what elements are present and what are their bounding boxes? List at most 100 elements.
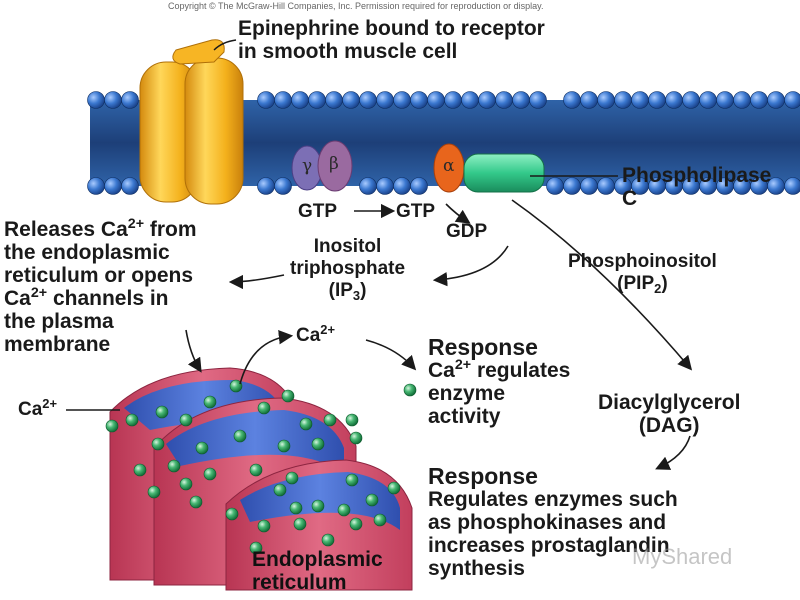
beta-subunit <box>317 140 353 192</box>
gtp-label-2: GTP <box>396 201 436 222</box>
calcium-ion <box>387 481 401 495</box>
lipid-head <box>648 91 666 109</box>
lipid-head <box>597 91 615 109</box>
ip3-label: Inositol triphosphate (IP3) <box>290 236 406 303</box>
lipid-head <box>631 91 649 109</box>
lipid-head <box>716 91 734 109</box>
lipid-head <box>784 177 800 195</box>
calcium-ion <box>147 485 161 499</box>
lipid-head <box>121 91 139 109</box>
dag-label: Diacylglycerol (DAG) <box>598 391 741 437</box>
calcium-ion <box>167 459 181 473</box>
release-label: Releases Ca2+ from the endoplasmic retic… <box>4 216 197 356</box>
alpha-glyph: α <box>443 156 455 176</box>
lipid-head <box>87 91 105 109</box>
lipid-head <box>546 177 564 195</box>
lipid-head <box>342 91 360 109</box>
gdp-release-arrow <box>445 203 471 224</box>
calcium-ion <box>345 413 359 427</box>
watermark: MyShared <box>632 544 733 569</box>
lipid-head <box>359 177 377 195</box>
lipid-head <box>410 91 428 109</box>
lipid-head <box>444 91 462 109</box>
calcium-ion <box>195 441 209 455</box>
ca-response-arrow <box>365 339 417 371</box>
lipid-head <box>563 91 581 109</box>
calcium-ion <box>233 429 247 443</box>
calcium-ion <box>125 413 139 427</box>
lipid-head <box>580 177 598 195</box>
copyright-notice: Copyright © The McGraw-Hill Companies, I… <box>168 1 544 11</box>
lipid-head <box>376 177 394 195</box>
lipid-head <box>495 91 513 109</box>
calcium-ions <box>105 379 417 555</box>
ca-ion-label-cytosol: Ca2+ <box>296 321 336 346</box>
lipid-head <box>393 177 411 195</box>
calcium-ion <box>373 513 387 527</box>
g-protein <box>291 140 465 193</box>
calcium-ion <box>349 431 363 445</box>
lipid-head <box>393 91 411 109</box>
lipid-head <box>291 91 309 109</box>
phospholipase-c <box>463 153 545 193</box>
calcium-ion <box>179 413 193 427</box>
calcium-ion <box>311 437 325 451</box>
lipid-head <box>257 91 275 109</box>
lipid-head <box>767 91 785 109</box>
lipid-head <box>665 91 683 109</box>
calcium-ion <box>345 473 359 487</box>
membrane-lipid-heads-bottom <box>87 177 800 195</box>
calcium-ion <box>365 493 379 507</box>
lipid-head <box>104 91 122 109</box>
gamma-glyph: γ <box>302 156 313 176</box>
pip2-label: Phosphoinositol (PIP2) <box>568 251 717 296</box>
calcium-ion <box>277 439 291 453</box>
ca-ion-label-er: Ca2+ <box>18 395 58 420</box>
calcium-ion <box>403 383 417 397</box>
lipid-head <box>512 91 530 109</box>
gtp-label-1: GTP <box>298 201 338 222</box>
calcium-ion <box>203 467 217 481</box>
lipid-head <box>733 91 751 109</box>
membrane-lipid-heads-top <box>87 91 800 109</box>
lipid-head <box>427 91 445 109</box>
ip3-to-release-arrow <box>228 274 285 290</box>
calcium-ion <box>349 517 363 531</box>
calcium-ion <box>249 541 263 555</box>
calcium-ion <box>293 517 307 531</box>
lipid-head <box>257 177 275 195</box>
pathway-arrows <box>185 199 693 470</box>
release-to-er-arrow <box>185 329 202 373</box>
phospholipase-label: Phospholipase C <box>622 164 772 210</box>
lipid-head <box>461 91 479 109</box>
lipid-head <box>563 177 581 195</box>
calcium-ion <box>151 437 165 451</box>
lipid-head <box>325 91 343 109</box>
calcium-ion <box>289 501 303 515</box>
receptor-label: Epinephrine bound to receptor in smooth … <box>238 17 545 63</box>
lipid-head <box>597 177 615 195</box>
lipid-head <box>274 91 292 109</box>
calcium-ion <box>257 519 271 533</box>
lipid-head <box>308 91 326 109</box>
lipid-head <box>359 91 377 109</box>
lipid-head <box>274 177 292 195</box>
calcium-ion <box>311 499 325 513</box>
calcium-ion <box>299 417 313 431</box>
lipid-head <box>478 91 496 109</box>
calcium-ion <box>337 503 351 517</box>
dag-response-label: Response Regulates enzymes such as phosp… <box>428 463 678 581</box>
calcium-ion <box>281 389 295 403</box>
calcium-ion <box>323 413 337 427</box>
lipid-head <box>699 91 717 109</box>
calcium-ion <box>285 471 299 485</box>
er-label: Endoplasmic reticulum <box>252 548 383 594</box>
calcium-ion <box>229 379 243 393</box>
lipid-head <box>104 177 122 195</box>
gdp-label: GDP <box>446 221 488 242</box>
ca-response-label: Response Ca2+ regulates enzyme activity <box>428 334 571 429</box>
dag-production-arrow <box>511 199 693 371</box>
calcium-ion <box>155 405 169 419</box>
